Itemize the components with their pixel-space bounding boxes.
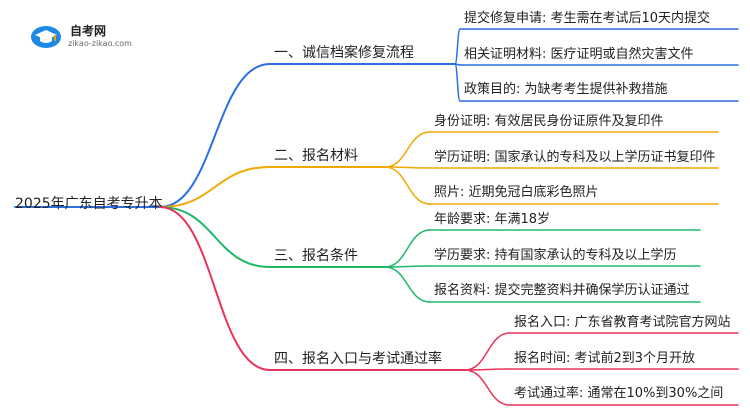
branch-2-link bbox=[159, 166, 271, 208]
logo-title: 自考网 bbox=[70, 24, 107, 38]
branch-2-leaf-3-link bbox=[384, 166, 431, 205]
branch-4-leaf-3-link bbox=[464, 369, 511, 406]
branch-1-leaf-1: 提交修复申请: 考生需在考试后10天内提交 bbox=[464, 11, 711, 26]
branch-2-leaf-1: 身份证明: 有效居民身份证原件及复印件 bbox=[434, 114, 664, 129]
branch-3-leaf-2: 学历要求: 持有国家承认的专科及以上学历 bbox=[434, 248, 677, 263]
branch-4-title: 四、报名入口与考试通过率 bbox=[274, 351, 442, 367]
branch-1-leaf-3: 政策目的: 为缺考考生提供补救措施 bbox=[464, 82, 668, 97]
branch-4-leaf-3: 考试通过率: 通常在10%到30%之间 bbox=[514, 386, 724, 401]
branch-3-leaf-3: 报名资料: 提交完整资料并确保学历认证通过 bbox=[434, 283, 690, 298]
branch-4-leaf-1-link bbox=[464, 332, 511, 371]
branch-1-leaf-1-link bbox=[454, 28, 461, 65]
branch-2-leaf-2: 学历证明: 国家承认的专科及以上学历证书复印件 bbox=[434, 150, 716, 165]
root-topic: 2025年广东自考专升本 bbox=[15, 196, 163, 212]
branch-3-link bbox=[159, 206, 271, 268]
branch-1-title: 一、诚信档案修复流程 bbox=[274, 45, 414, 61]
graduation-cap-icon bbox=[31, 26, 61, 48]
branch-1-leaf-3-link bbox=[454, 63, 461, 102]
branch-3-leaf-1: 年龄要求: 年满18岁 bbox=[434, 212, 551, 227]
branch-1-link bbox=[159, 63, 271, 208]
branch-2-title: 二、报名材料 bbox=[274, 148, 358, 164]
branch-3-leaf-1-link bbox=[384, 229, 431, 268]
branch-3-leaf-3-link bbox=[384, 266, 431, 303]
branch-4-link bbox=[159, 206, 271, 371]
branch-3-title: 三、报名条件 bbox=[274, 248, 358, 264]
branch-4-leaf-2: 报名时间: 考试前2到3个月开放 bbox=[514, 351, 696, 366]
branch-4-leaf-1: 报名入口: 广东省教育考试院官方网站 bbox=[514, 315, 731, 330]
logo-url: zikao-zikao.com bbox=[68, 39, 132, 48]
branch-2-leaf-3: 照片: 近期免冠白底彩色照片 bbox=[434, 185, 599, 200]
site-logo: 自考网 zikao-zikao.com bbox=[28, 20, 138, 50]
branch-1-leaf-2: 相关证明材料: 医疗证明或自然灾害文件 bbox=[464, 47, 694, 62]
branch-2-leaf-1-link bbox=[384, 131, 431, 168]
